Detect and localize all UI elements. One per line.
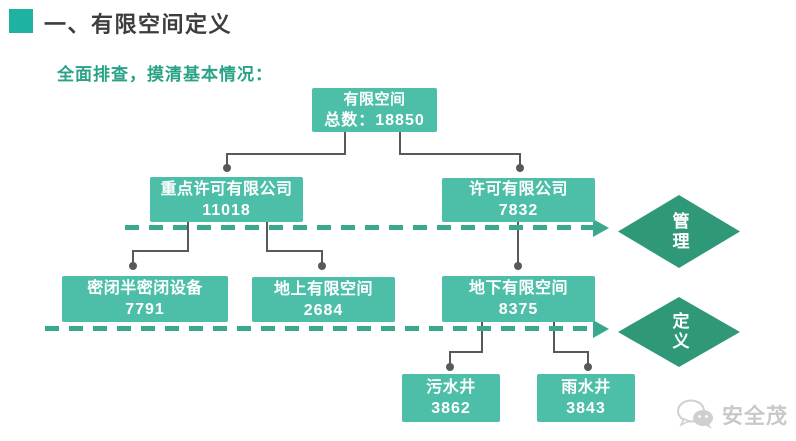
- title-bullet-square: [9, 9, 33, 33]
- connector-segment: [266, 222, 268, 252]
- node-value: 7791: [125, 301, 165, 318]
- watermark: 安全茂: [676, 399, 788, 431]
- dashed-line-manage: [125, 225, 595, 230]
- connector-segment: [481, 322, 483, 353]
- connector-segment: [553, 351, 589, 353]
- diamond-define: 定义: [618, 297, 740, 367]
- node-label: 雨水井: [561, 379, 611, 396]
- node-permit: 许可有限公司 7832: [442, 178, 595, 222]
- node-closed-equipment: 密闭半密闭设备 7791: [62, 276, 228, 322]
- node-label: 许可有限公司: [468, 181, 568, 198]
- connector-segment: [553, 322, 555, 353]
- connector-segment: [132, 250, 189, 252]
- node-value: 3862: [431, 400, 471, 417]
- connector-segment: [519, 153, 521, 167]
- node-value: 3843: [566, 400, 606, 417]
- connector-segment: [266, 250, 323, 252]
- connector-segment: [517, 222, 519, 264]
- connector-segment: [587, 351, 589, 365]
- connector-segment: [226, 153, 228, 167]
- node-value: 11018: [202, 201, 251, 219]
- arrow-right-icon: [593, 219, 609, 237]
- node-label: 地上有限空间: [273, 280, 373, 298]
- connector-dot: [318, 262, 326, 270]
- connector-segment: [187, 222, 189, 252]
- node-label: 有限空间: [343, 91, 406, 108]
- arrow-right-icon: [593, 320, 609, 338]
- node-value: 2684: [303, 301, 344, 319]
- node-key-permit: 重点许可有限公司 11018: [150, 177, 303, 222]
- connector-segment: [449, 351, 451, 365]
- wechat-icon: [677, 399, 713, 429]
- slide-subtitle: 全面排查，摸清基本情况：: [57, 65, 273, 84]
- connector-segment: [449, 351, 483, 353]
- dashed-line-define: [45, 326, 595, 331]
- node-below-ground: 地下有限空间 8375: [442, 276, 595, 322]
- node-label: 地下有限空间: [468, 280, 568, 297]
- node-label: 污水井: [426, 379, 476, 396]
- node-value: 7832: [498, 202, 539, 219]
- connector-dot: [514, 262, 522, 270]
- node-sewage-well: 污水井 3862: [402, 374, 500, 422]
- connector-segment: [226, 153, 346, 155]
- connector-segment: [321, 250, 323, 264]
- connector-segment: [399, 153, 521, 155]
- connector-dot: [516, 164, 524, 172]
- node-label: 重点许可有限公司: [160, 180, 293, 198]
- page-title: 一、有限空间定义: [44, 12, 233, 37]
- connector-segment: [132, 250, 134, 264]
- node-total: 有限空间 总数：18850: [312, 88, 437, 132]
- connector-segment: [399, 132, 401, 155]
- node-value: 8375: [498, 301, 539, 318]
- node-above-ground: 地上有限空间 2684: [252, 277, 395, 322]
- connector-segment: [344, 132, 346, 155]
- node-value: 总数：18850: [324, 112, 425, 129]
- node-label: 密闭半密闭设备: [87, 280, 203, 297]
- connector-dot: [584, 363, 592, 371]
- watermark-text: 安全茂: [722, 405, 788, 428]
- diamond-label: 管理: [669, 211, 689, 252]
- connector-dot: [446, 363, 454, 371]
- connector-dot: [129, 262, 137, 270]
- diamond-label: 定义: [669, 312, 689, 352]
- connector-dot: [223, 164, 231, 172]
- node-rain-well: 雨水井 3843: [537, 374, 635, 422]
- diamond-manage: 管理: [618, 195, 740, 268]
